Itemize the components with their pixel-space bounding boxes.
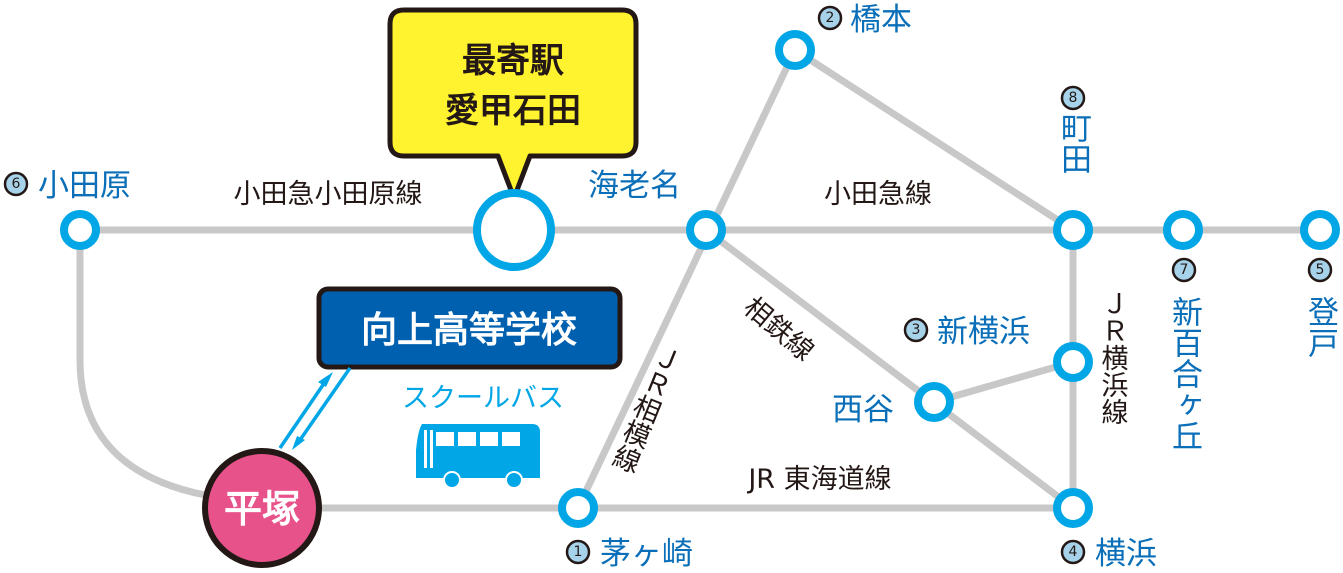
svg-text:2: 2 — [826, 10, 835, 26]
school-name: 向上高等学校 — [361, 309, 577, 351]
line-odawara-hiratsuka — [76, 226, 209, 499]
school-box: 向上高等学校 — [316, 286, 623, 370]
label-noborito: 5 登戸 — [1302, 257, 1339, 358]
svg-text:町田: 町田 — [1055, 112, 1091, 174]
rail-lines — [76, 46, 1324, 512]
station-hashimoto[interactable] — [775, 30, 815, 70]
station-ebina[interactable] — [686, 210, 726, 250]
line-sotetsu — [702, 226, 1077, 512]
svg-text:橋本: 橋本 — [850, 2, 912, 38]
nearest-station-callout: 最寄駅 愛甲石田 — [387, 7, 639, 201]
station-shinyokohama[interactable] — [1053, 342, 1093, 382]
svg-text:7: 7 — [1180, 262, 1189, 278]
svg-text:小田原: 小田原 — [38, 168, 131, 204]
line-label-yokohama: ＪＲ横浜線 — [1097, 290, 1129, 425]
svg-text:横浜: 横浜 — [1095, 536, 1157, 572]
label-odawara: 6 小田原 — [3, 168, 131, 204]
label-hashimoto: 2 橋本 — [817, 2, 912, 38]
station-odawara[interactable] — [60, 210, 100, 250]
station-hiratsuka[interactable]: 平塚 — [202, 448, 322, 568]
line-sagami — [574, 46, 799, 512]
station-chigasaki[interactable] — [558, 488, 598, 528]
station-nishiya[interactable] — [914, 382, 954, 422]
line-label-tokaido: JR 東海道線 — [746, 464, 891, 495]
svg-text:8: 8 — [1069, 90, 1078, 106]
line-hashimoto-machida — [791, 46, 1077, 234]
callout-line1: 最寄駅 — [462, 41, 564, 81]
hiratsuka-label: 平塚 — [224, 487, 300, 531]
line-nishiya-shinyokohama — [930, 358, 1077, 406]
school-bus-label: スクールバス — [402, 383, 564, 414]
line-label-odakyu: 小田急線 — [824, 179, 932, 210]
bus-route-arrow-icon — [278, 367, 352, 450]
svg-text:3: 3 — [912, 322, 921, 338]
station-noborito[interactable] — [1300, 210, 1340, 250]
label-yokohama: 4 横浜 — [1060, 536, 1157, 572]
svg-text:6: 6 — [12, 176, 21, 192]
station-machida[interactable] — [1053, 210, 1093, 250]
label-shinyokohama: 3 新横浜 — [903, 314, 1030, 350]
station-shinyurigaoka[interactable] — [1163, 210, 1203, 250]
label-shinyurigaoka: 7 新百合ヶ丘 — [1166, 257, 1202, 451]
svg-text:茅ヶ崎: 茅ヶ崎 — [600, 536, 693, 572]
svg-text:新百合ヶ丘: 新百合ヶ丘 — [1166, 296, 1202, 451]
svg-text:1: 1 — [574, 544, 583, 560]
station-aiko-ishida[interactable] — [473, 189, 555, 271]
label-chigasaki: 1 茅ヶ崎 — [565, 536, 693, 572]
svg-text:登戸: 登戸 — [1302, 296, 1339, 358]
label-nishiya: 西谷 — [832, 392, 894, 428]
callout-line2: 愛甲石田 — [445, 91, 581, 131]
station-yokohama[interactable] — [1053, 488, 1093, 528]
svg-text:新横浜: 新横浜 — [937, 314, 1030, 350]
label-ebina: 海老名 — [588, 168, 681, 204]
svg-text:5: 5 — [1316, 262, 1325, 278]
bus-icon — [416, 424, 540, 489]
svg-text:4: 4 — [1069, 544, 1078, 560]
line-label-odakyu-odawara: 小田急小田原線 — [234, 179, 423, 210]
label-machida: 8 町田 — [1055, 85, 1091, 174]
